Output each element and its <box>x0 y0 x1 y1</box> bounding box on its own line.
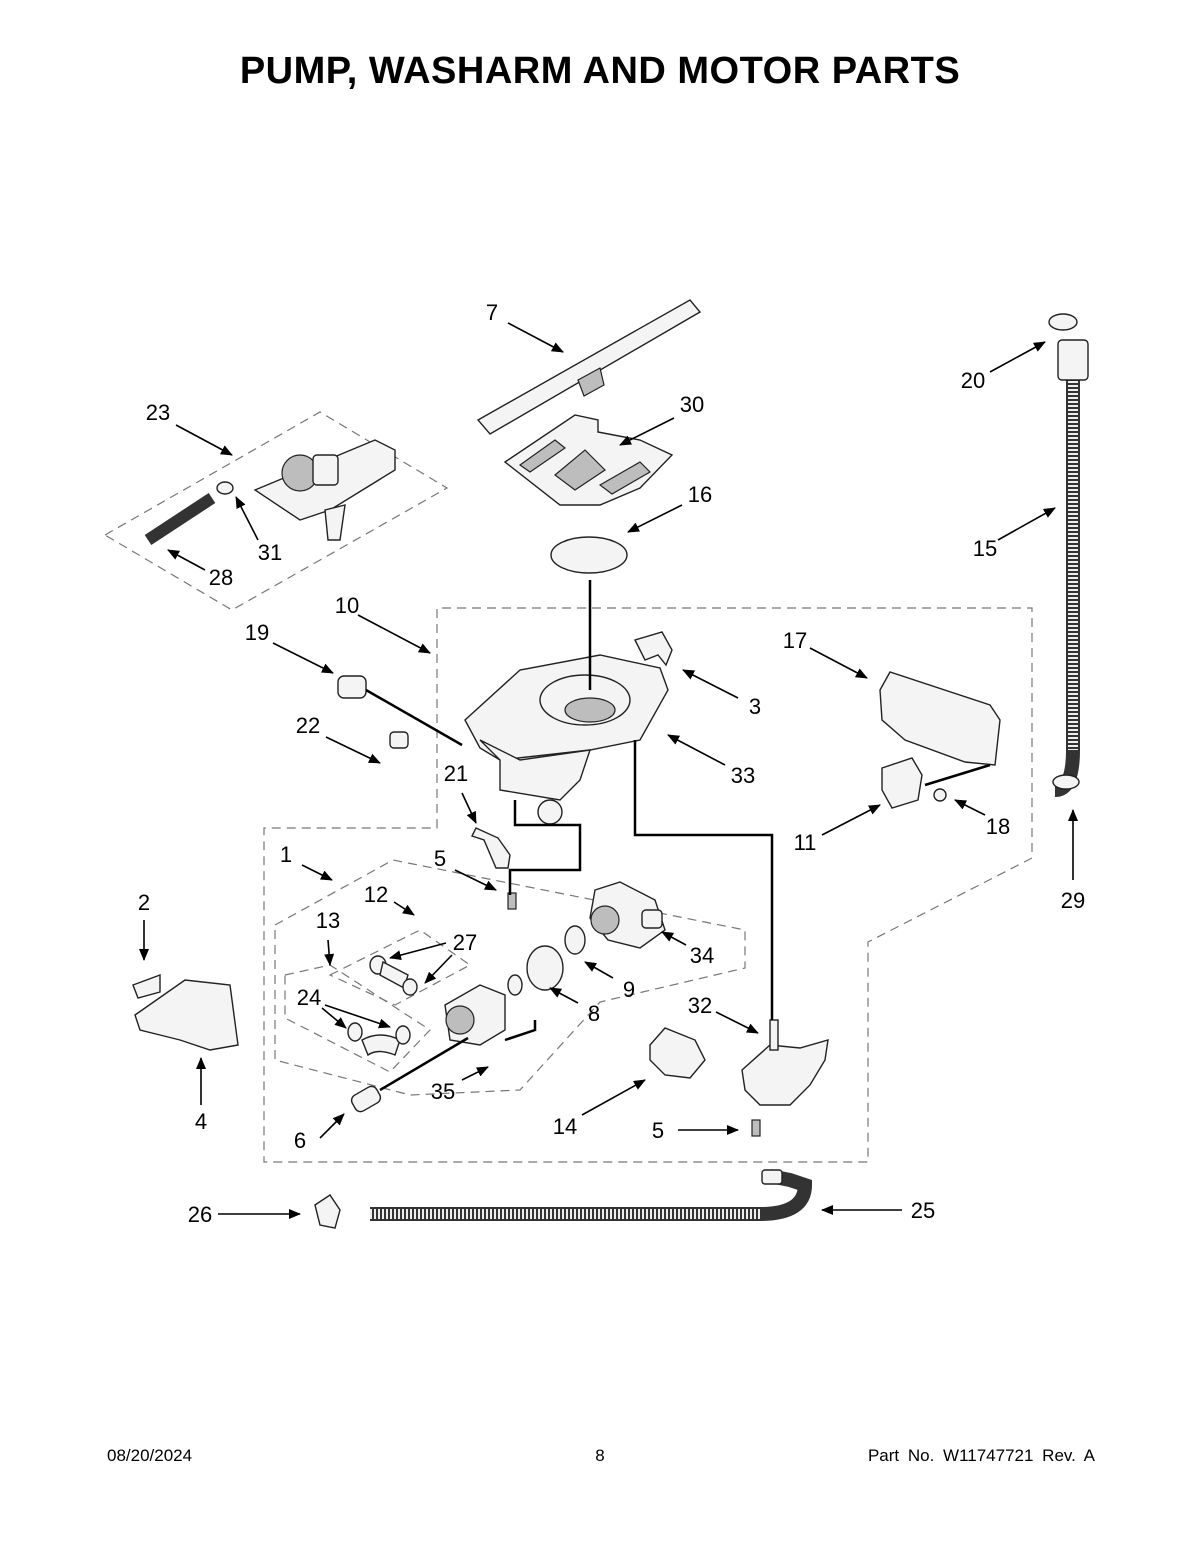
hose-clip <box>314 1194 341 1229</box>
callout-16: 16 <box>688 482 712 507</box>
elbow-subgroup-boundary <box>284 964 431 1073</box>
pump-mount <box>134 979 239 1051</box>
hose-clamp-27b <box>402 978 418 996</box>
sump-assembly <box>464 654 669 825</box>
callout-33: 33 <box>731 763 755 788</box>
callout-34: 34 <box>690 943 714 968</box>
callout-21: 21 <box>444 761 468 786</box>
pump-elbow <box>361 1034 401 1057</box>
pump-impeller <box>526 945 564 991</box>
callout-18: 18 <box>986 814 1010 839</box>
callout-17: 17 <box>783 628 807 653</box>
callout-13: 13 <box>316 908 340 933</box>
callout-15: 15 <box>973 536 997 561</box>
heater-cover <box>879 671 1001 766</box>
callout-1: 1 <box>280 842 292 867</box>
callout-7: 7 <box>486 300 498 325</box>
footer-page-number: 8 <box>595 1446 605 1465</box>
callout-25: 25 <box>911 1198 935 1223</box>
leader-arrows <box>139 322 1078 1219</box>
callout-26: 26 <box>188 1202 212 1227</box>
callout-6: 6 <box>294 1128 306 1153</box>
hose-clamp-24a <box>347 1022 363 1042</box>
callout-labels: 7 30 16 20 15 23 31 28 10 19 22 21 3 33 … <box>138 300 1085 1227</box>
sump-to-fitting-line <box>633 740 774 1020</box>
callout-8: 8 <box>588 1001 600 1026</box>
sensor-wire <box>365 688 463 747</box>
circulation-pump-assembly <box>253 439 396 541</box>
callout-24: 24 <box>297 985 321 1010</box>
callout-5-upper: 5 <box>434 846 446 871</box>
hose-subgroup-boundary <box>328 929 472 1006</box>
sump-clip <box>634 631 673 667</box>
sump-group-boundary <box>263 607 1033 1163</box>
callout-28: 28 <box>209 565 233 590</box>
hose-clamp-top <box>1048 313 1078 331</box>
page-title: PUMP, WASHARM AND MOTOR PARTS <box>239 50 961 92</box>
footer-date: 08/20/2024 <box>107 1446 193 1465</box>
lower-wash-arm <box>476 299 702 435</box>
sensor-bracket <box>471 827 511 869</box>
filter-grate <box>503 414 674 506</box>
callout-11: 11 <box>794 830 817 855</box>
callout-32: 32 <box>688 993 712 1018</box>
callout-19: 19 <box>245 620 269 645</box>
drain-pump <box>649 1027 706 1079</box>
callout-35: 35 <box>431 1079 455 1104</box>
sump-to-motor-line <box>508 800 582 895</box>
callout-5-lower: 5 <box>652 1118 664 1143</box>
hose-clamp-24b <box>395 1025 411 1045</box>
callout-20: 20 <box>961 368 985 393</box>
callout-29: 29 <box>1061 888 1085 913</box>
check-valve <box>350 1085 382 1113</box>
circulation-pump-group-boundary <box>103 411 449 611</box>
footer-part-number: Part No. W11747721 Rev. A <box>867 1446 1095 1465</box>
impeller-seal <box>507 974 523 996</box>
temperature-sensor <box>389 731 409 749</box>
wash-motor <box>589 881 666 949</box>
callout-27: 27 <box>453 930 477 955</box>
pump-valve-line <box>379 1036 469 1092</box>
callout-2: 2 <box>138 890 150 915</box>
callout-4: 4 <box>195 1109 207 1134</box>
hose-clamp-bottom <box>1052 774 1080 790</box>
callout-22: 22 <box>296 713 320 738</box>
heater-bracket-line <box>924 763 991 787</box>
callout-10: 10 <box>335 593 359 618</box>
heater-screw <box>933 788 947 802</box>
heater-bracket <box>881 757 923 809</box>
callout-9: 9 <box>623 977 635 1002</box>
pump-subgroup-boundary <box>274 859 746 1096</box>
screw-lower <box>751 1119 761 1137</box>
callout-3: 3 <box>749 694 761 719</box>
screw-upper <box>507 892 517 910</box>
turbidity-sensor <box>337 675 367 699</box>
circulation-hose <box>144 481 234 546</box>
motor-seal <box>564 925 586 955</box>
callout-14: 14 <box>553 1114 577 1139</box>
callout-12: 12 <box>364 882 388 907</box>
drain-hose-horizontal <box>370 1169 813 1221</box>
pump-housing <box>444 984 506 1046</box>
mounting-bracket <box>132 973 161 999</box>
callout-31: 31 <box>258 540 282 565</box>
callout-23: 23 <box>146 400 170 425</box>
drain-hose-vertical <box>1048 313 1089 797</box>
callout-30: 30 <box>680 392 704 417</box>
filter-disk <box>550 536 628 574</box>
pump-screw-line <box>504 1020 537 1042</box>
sump-fitting <box>741 1019 829 1106</box>
